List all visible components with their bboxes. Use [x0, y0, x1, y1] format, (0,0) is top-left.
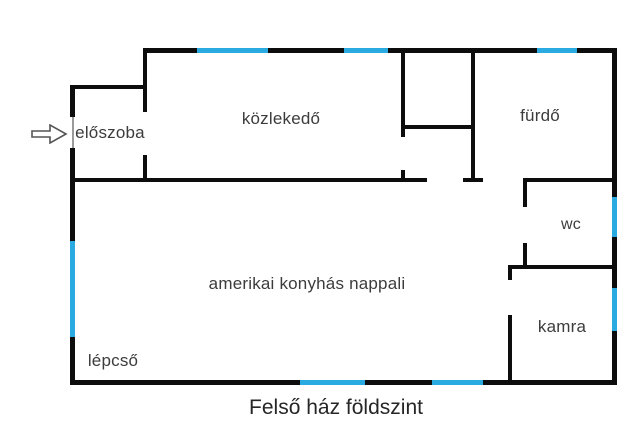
wall-segment: [463, 178, 483, 182]
window-segment: [197, 48, 268, 53]
wall-segment: [401, 48, 405, 137]
room-label-lepcso: lépcső: [87, 351, 139, 370]
wall-segment: [523, 178, 617, 182]
window-segment: [432, 380, 483, 385]
wall-segment: [471, 48, 475, 182]
window-segment: [612, 197, 617, 237]
entrance-door-line: [72, 117, 74, 148]
wall-segment: [401, 170, 405, 178]
wall-segment: [70, 337, 75, 385]
room-label-kozlekedo: közlekedő: [241, 109, 321, 128]
room-label-kamra: kamra: [537, 317, 587, 336]
entrance-arrow-icon: [31, 123, 68, 145]
room-label-furdo: fürdő: [520, 106, 560, 125]
wall-segment: [523, 243, 527, 267]
room-label-eloszoba: előszoba: [75, 123, 145, 142]
wall-segment: [523, 178, 527, 207]
window-segment: [344, 48, 388, 53]
window-segment: [537, 48, 577, 53]
wall-segment: [508, 265, 617, 269]
wall-segment: [70, 148, 75, 241]
wall-segment: [143, 48, 147, 112]
window-segment: [70, 241, 75, 337]
wall-segment: [508, 315, 512, 383]
window-segment: [612, 288, 617, 331]
room-label-nappali: amerikai konyhás nappali: [208, 274, 406, 293]
wall-segment: [70, 85, 75, 117]
wall-segment: [143, 155, 147, 182]
wall-segment: [508, 265, 512, 280]
wall-segment: [70, 85, 147, 89]
plan-title: Felső ház földszint: [249, 396, 423, 419]
room-label-wc: wc: [561, 216, 581, 233]
wall-segment: [401, 125, 475, 129]
wall-segment: [70, 178, 427, 182]
window-segment: [300, 380, 365, 385]
